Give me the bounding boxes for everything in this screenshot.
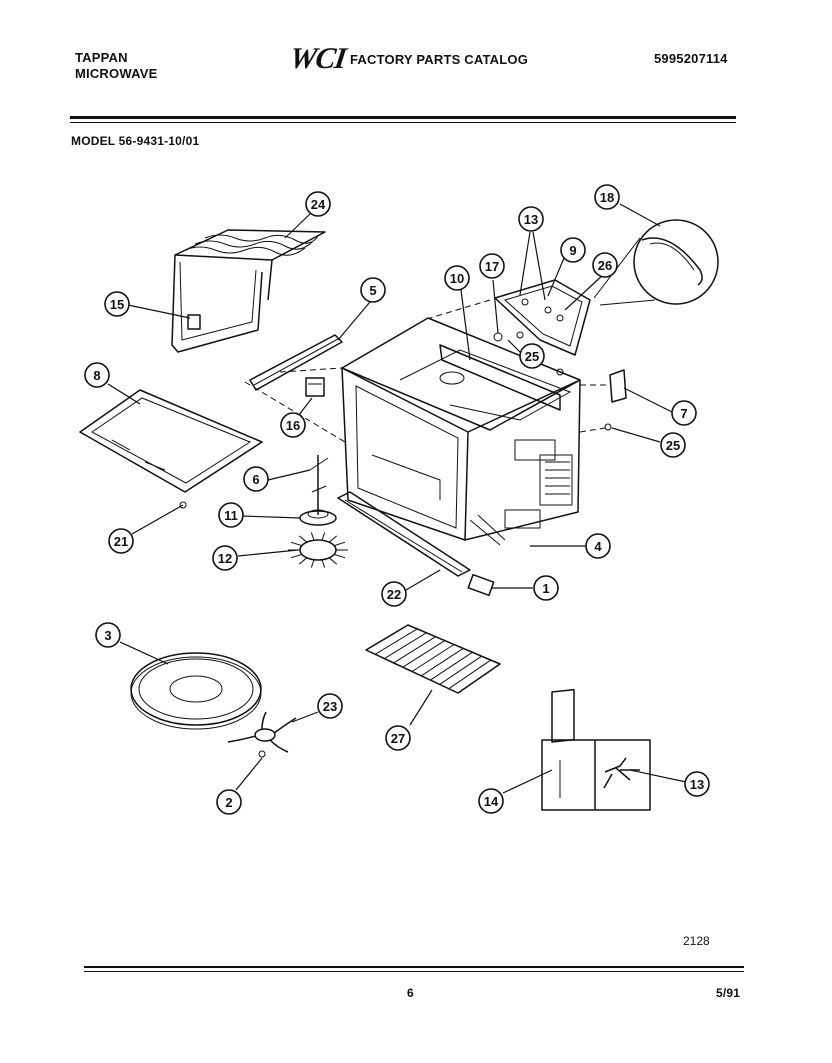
callout-24: 24 — [305, 191, 331, 217]
callout-label: 22 — [387, 587, 401, 602]
callout-27: 27 — [385, 725, 411, 751]
callout-8: 8 — [84, 362, 110, 388]
outer-cabinet-part — [171, 229, 326, 353]
callout-11: 11 — [218, 502, 244, 528]
callout-label: 7 — [680, 406, 687, 421]
brand-line-1: TAPPAN — [75, 50, 128, 65]
callout-26: 26 — [592, 252, 618, 278]
header-rule-thick — [70, 116, 736, 119]
callout-label: 12 — [218, 551, 232, 566]
callout-12: 12 — [212, 545, 238, 571]
callout-label: 11 — [224, 508, 238, 523]
side-rail-part — [249, 334, 343, 391]
callout-label: 21 — [114, 534, 128, 549]
leader-lines — [107, 203, 687, 794]
callout-17: 17 — [479, 253, 505, 279]
callout-18: 18 — [594, 184, 620, 210]
bracket-part — [609, 369, 627, 403]
callout-label: 10 — [450, 271, 464, 286]
callout-label: 6 — [252, 472, 259, 487]
callout-label: 26 — [598, 258, 612, 273]
callout-25: 25 — [519, 343, 545, 369]
bottom-rail-part — [337, 491, 471, 577]
callout-10: 10 — [444, 265, 470, 291]
turntable-tray-part — [130, 652, 262, 730]
print-date: 5/91 — [716, 986, 741, 1000]
screw-part — [493, 332, 503, 342]
callout-16: 16 — [280, 412, 306, 438]
control-panel-part — [494, 279, 591, 356]
callout-label: 1 — [542, 581, 549, 596]
footer-rule-thick — [84, 966, 744, 968]
callout-3: 3 — [95, 622, 121, 648]
callout-label: 13 — [690, 777, 704, 792]
page-number: 6 — [407, 986, 414, 1000]
brand-line-2: MICROWAVE — [75, 66, 158, 81]
catalog-number: 5995207114 — [654, 51, 728, 66]
bottom-plate-part — [79, 389, 263, 493]
callout-label: 14 — [484, 794, 499, 809]
callout-2: 2 — [216, 789, 242, 815]
roller-support-part — [227, 711, 297, 758]
callout-label: 27 — [391, 731, 405, 746]
oven-cavity-part — [341, 317, 581, 546]
screw-part — [179, 501, 187, 509]
callout-7: 7 — [671, 400, 697, 426]
screw-part — [556, 368, 564, 376]
callout-21: 21 — [108, 528, 134, 554]
callout-label: 9 — [569, 243, 576, 258]
brand-name: TAPPAN MICROWAVE — [75, 50, 157, 82]
header-rule-thin — [70, 122, 736, 123]
inset-detail-box — [541, 688, 651, 811]
callout-25: 25 — [660, 432, 686, 458]
callout-4: 4 — [585, 533, 611, 559]
callout-label: 16 — [286, 418, 300, 433]
callout-label: 13 — [524, 212, 538, 227]
callout-label: 8 — [93, 368, 100, 383]
callout-23: 23 — [317, 693, 343, 719]
callout-label: 23 — [323, 699, 337, 714]
footer-rule-thin — [84, 971, 744, 972]
callout-14: 14 — [478, 788, 504, 814]
rack-part — [365, 624, 501, 694]
catalog-title: FACTORY PARTS CATALOG — [350, 52, 529, 67]
callout-1: 1 — [533, 575, 559, 601]
callout-label: 3 — [104, 628, 111, 643]
screw-part — [516, 331, 524, 339]
callout-label: 15 — [110, 297, 124, 312]
callout-label: 24 — [311, 197, 326, 212]
screw-part — [604, 423, 612, 431]
callout-label: 25 — [525, 349, 539, 364]
callout-5: 5 — [360, 277, 386, 303]
callout-label: 18 — [600, 190, 614, 205]
connector-part — [467, 573, 495, 597]
figure-code: 2128 — [683, 934, 710, 948]
assembly-guide-lines — [244, 299, 610, 443]
callout-22: 22 — [381, 581, 407, 607]
model-number: MODEL 56-9431-10/01 — [71, 134, 200, 148]
callout-13: 13 — [684, 771, 710, 797]
callout-13: 13 — [518, 206, 544, 232]
shaft-part — [309, 455, 329, 515]
callout-label: 5 — [369, 283, 376, 298]
callout-label: 17 — [485, 259, 499, 274]
callout-label: 25 — [666, 438, 680, 453]
callout-6: 6 — [243, 466, 269, 492]
roller-ring-part — [288, 532, 348, 568]
latch-part — [305, 377, 325, 397]
callout-label: 2 — [225, 795, 232, 810]
callout-15: 15 — [104, 291, 130, 317]
callout-9: 9 — [560, 237, 586, 263]
callout-label: 4 — [594, 539, 602, 554]
